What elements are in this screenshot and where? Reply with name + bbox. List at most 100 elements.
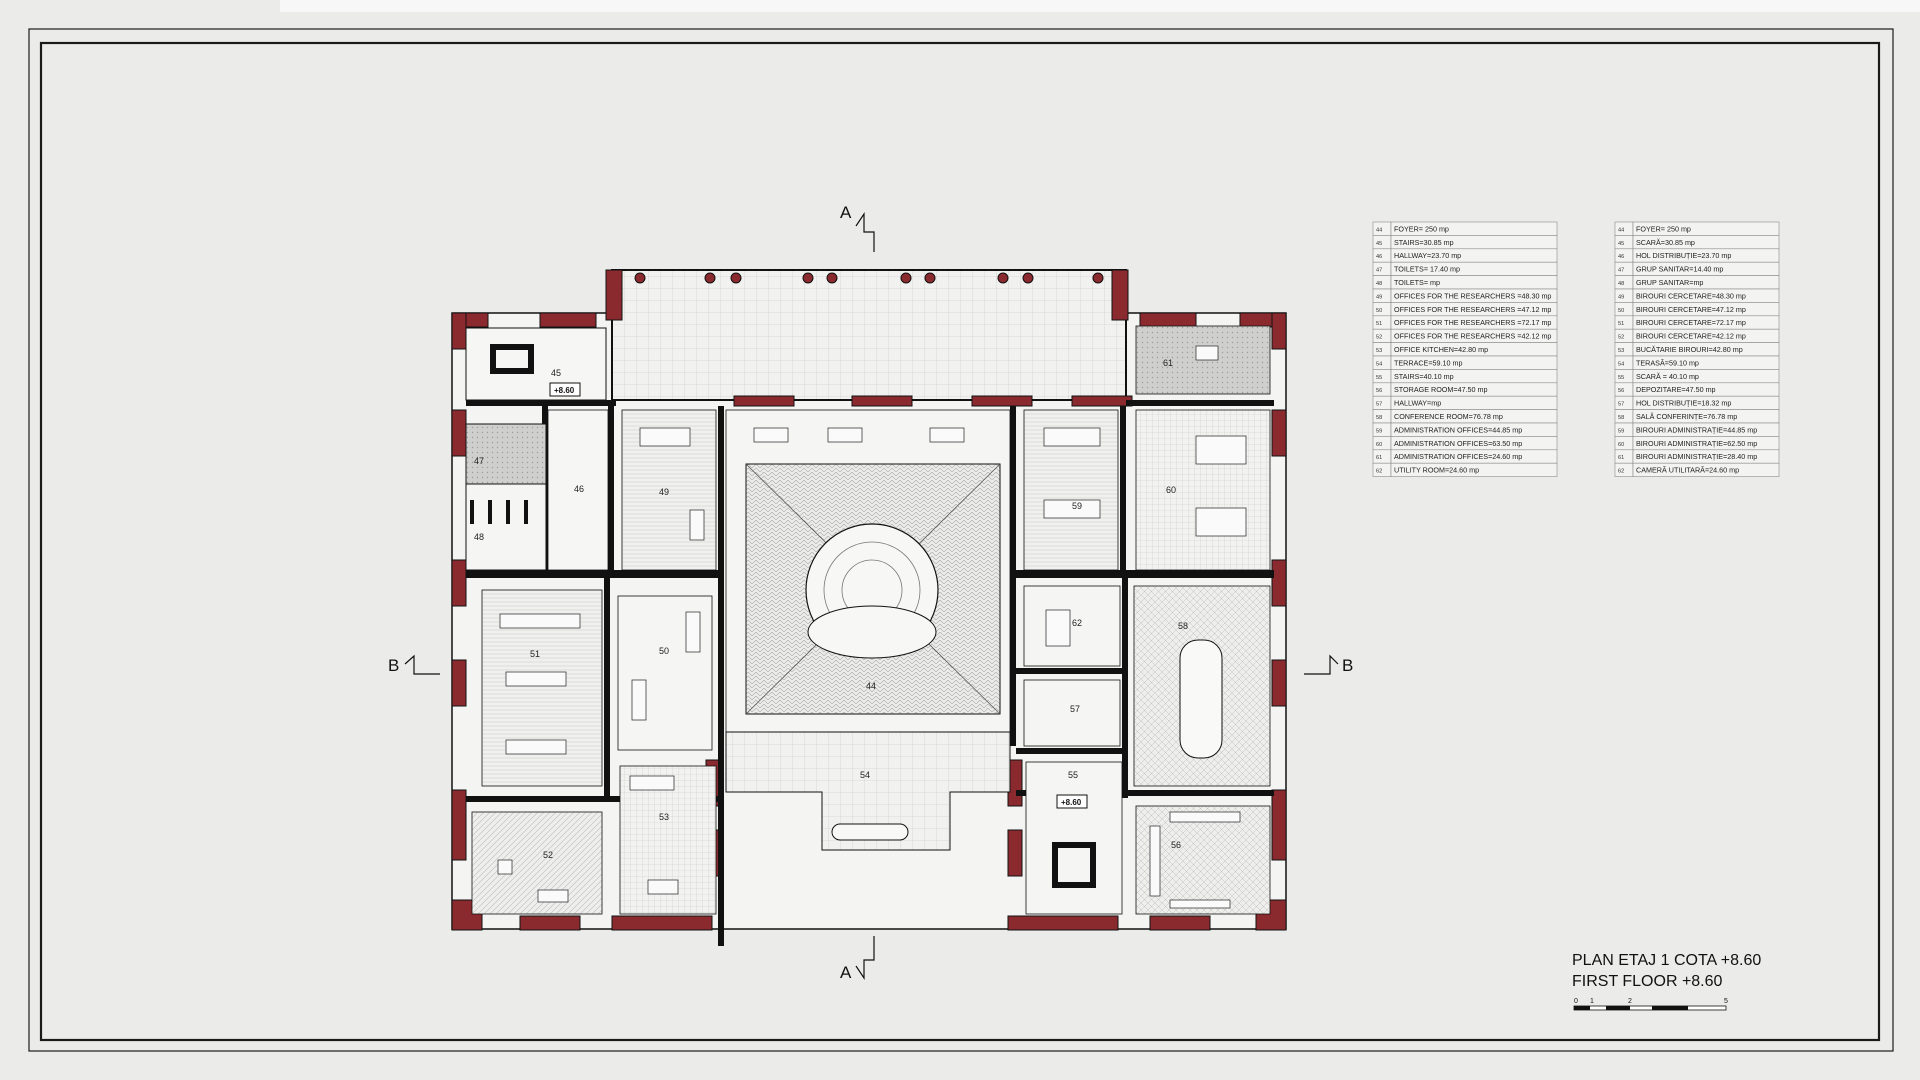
portico — [611, 269, 1127, 401]
legend-room-description: HOL DISTRIBUȚIE=18.32 mp — [1636, 399, 1731, 408]
room-utility-62 — [1023, 585, 1121, 667]
room-office-52 — [471, 811, 603, 915]
legend-room-number: 49 — [1376, 294, 1382, 300]
legend-room-description: GRUP SANITAR=mp — [1636, 278, 1703, 287]
room-admin-60 — [1135, 409, 1271, 571]
scale-tick: 5 — [1724, 998, 1728, 1005]
room-hallway-57 — [1023, 679, 1121, 747]
legend-room-number: 48 — [1618, 281, 1624, 287]
conference-table — [1179, 639, 1223, 759]
legend-row: 55 SCARĂ = 40.10 mp — [1614, 369, 1780, 384]
legend-room-number: 50 — [1618, 308, 1624, 314]
legend-room-description: OFFICE KITCHEN=42.80 mp — [1394, 345, 1488, 354]
outer-border — [28, 28, 1894, 1052]
legend-room-number: 55 — [1618, 375, 1624, 381]
legend-room-description: DEPOZITARE=47.50 mp — [1636, 385, 1716, 394]
legend-room-description: OFFICES FOR THE RESEARCHERS =47.12 mp — [1394, 305, 1551, 314]
room-label: 45 — [551, 368, 561, 378]
toilet-stalls — [470, 500, 528, 524]
legend-row: 61 ADMINISTRATION OFFICES=24.60 mp — [1372, 449, 1558, 464]
room-label: 57 — [1070, 704, 1080, 714]
room-terrace-54 — [725, 731, 1011, 851]
legend-room-number: 48 — [1376, 281, 1382, 287]
legend-room-number: 44 — [1618, 227, 1624, 233]
legend-room-number: 59 — [1618, 428, 1624, 434]
legend-room-number: 56 — [1376, 388, 1382, 394]
legend-room-description: HALLWAY=23.70 mp — [1394, 251, 1461, 260]
section-marker-b-right: B — [1304, 654, 1353, 675]
legend-row: 62 UTILITY ROOM=24.60 mp — [1372, 462, 1558, 477]
room-admin-61 — [1135, 325, 1271, 395]
legend-room-description: STAIRS=30.85 mp — [1394, 238, 1454, 247]
legend-room-number: 46 — [1376, 254, 1382, 260]
room-label: 56 — [1171, 840, 1181, 850]
legend-room-number: 51 — [1376, 321, 1382, 327]
legend-room-number: 60 — [1618, 442, 1624, 448]
top-strip — [280, 0, 1920, 12]
legend-room-number: 61 — [1618, 455, 1624, 461]
legend-room-description: GRUP SANITAR=14.40 mp — [1636, 265, 1723, 274]
room-toilets-48 — [465, 483, 547, 571]
legend-row: 53 OFFICE KITCHEN=42.80 mp — [1372, 342, 1558, 357]
room-label: 46 — [574, 484, 584, 494]
legend-room-description: CONFERENCE ROOM=76.78 mp — [1394, 412, 1503, 421]
legend-room-description: TOILETS= 17.40 mp — [1394, 265, 1460, 274]
legend-room-description: TOILETS= mp — [1394, 278, 1440, 287]
legend-room-number: 53 — [1618, 348, 1624, 354]
legend-room-description: BUCĂTARIE BIROURI=42.80 mp — [1636, 345, 1743, 354]
legend-room-description: STAIRS=40.10 mp — [1394, 372, 1454, 381]
room-label: 50 — [659, 646, 669, 656]
legend-room-description: SALĂ CONFERINȚE=76.78 mp — [1636, 412, 1737, 421]
legend-room-number: 54 — [1618, 361, 1624, 367]
legend-room-description: SCARĂ = 40.10 mp — [1636, 372, 1699, 381]
legend-room-number: 61 — [1376, 455, 1382, 461]
drawing-title-en: FIRST FLOOR +8.60 — [1572, 973, 1723, 990]
legend-room-number: 55 — [1376, 375, 1382, 381]
room-hallway-46 — [547, 409, 609, 571]
legend-room-number: 54 — [1376, 361, 1382, 367]
svg-text:B: B — [1342, 656, 1353, 675]
legend-room-number: 45 — [1618, 241, 1624, 247]
room-label: 52 — [543, 850, 553, 860]
legend-room-number: 52 — [1376, 335, 1382, 341]
room-label: 47 — [474, 456, 484, 466]
legend-room-number: 62 — [1618, 469, 1624, 475]
section-marker-a-top: A — [840, 203, 875, 252]
legend-room-number: 58 — [1618, 415, 1624, 421]
room-label: 53 — [659, 812, 669, 822]
legend-room-description: FOYER= 250 mp — [1394, 224, 1449, 233]
legend-room-description: ADMINISTRATION OFFICES=24.60 mp — [1394, 452, 1522, 461]
legend-room-number: 62 — [1376, 469, 1382, 475]
legend-room-description: STORAGE ROOM=47.50 mp — [1394, 385, 1488, 394]
room-label: 54 — [860, 770, 870, 780]
scale-tick: 2 — [1628, 998, 1632, 1005]
legend-room-number: 45 — [1376, 241, 1382, 247]
legend-row: 45 STAIRS=30.85 mp — [1372, 235, 1558, 250]
legend-room-number: 53 — [1376, 348, 1382, 354]
legend-room-number: 57 — [1376, 402, 1382, 408]
legend-row: 58 SALĂ CONFERINȚE=76.78 mp — [1614, 409, 1780, 424]
legend-room-description: SCARĂ=30.85 mp — [1636, 238, 1695, 247]
room-label: 62 — [1072, 618, 1082, 628]
room-stairs-45 — [465, 327, 607, 401]
legend-room-description: UTILITY ROOM=24.60 mp — [1394, 466, 1479, 475]
drawing-title-ro: PLAN ETAJ 1 COTA +8.60 — [1572, 952, 1761, 969]
